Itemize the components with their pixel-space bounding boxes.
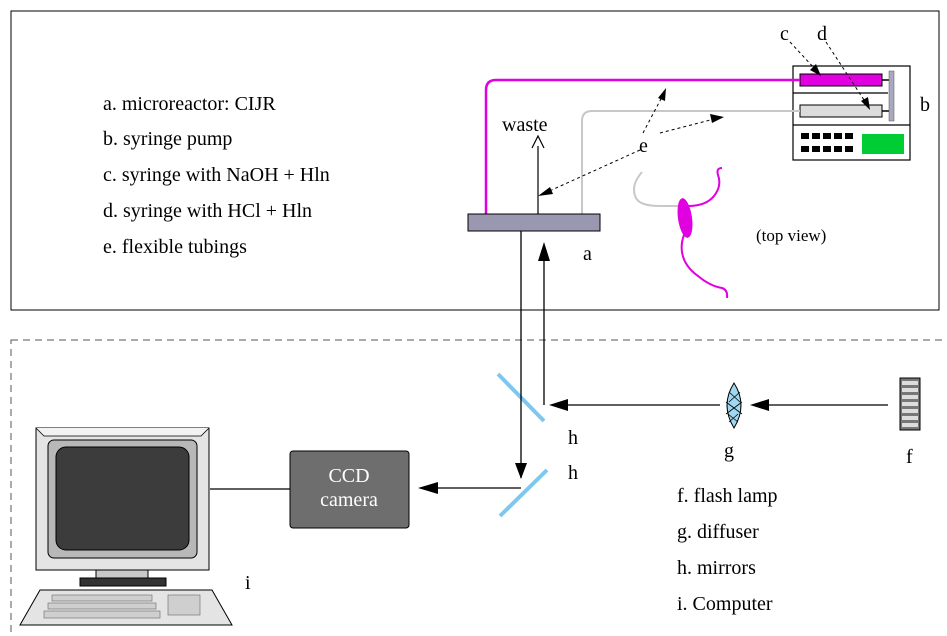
label-i: i: [245, 572, 251, 594]
label-c: c: [780, 23, 789, 45]
beam-mirror-head: [549, 399, 568, 411]
leader-e-reactor-head: [538, 187, 553, 196]
label-h-upper: h: [568, 427, 578, 449]
legend-i: i. Computer: [677, 593, 773, 615]
leader-e-naoh-head: [658, 88, 666, 101]
legend-f: f. flash lamp: [677, 485, 778, 507]
waste-arrow-head: [531, 134, 545, 149]
beam-up-head: [538, 242, 550, 261]
leader-c: [789, 41, 816, 70]
leader-e-reactor: [544, 149, 641, 194]
label-b: b: [920, 94, 930, 116]
legend-d: d. syringe with HCl + Hln: [103, 200, 312, 222]
legend-c: c. syringe with NaOH + Hln: [103, 164, 330, 186]
legend-g: g. diffuser: [677, 521, 759, 543]
beam-camera-head: [418, 482, 438, 494]
legend-h: h. mirrors: [677, 557, 756, 579]
microreactor: [467, 213, 601, 232]
legend-a: a. microreactor: CIJR: [103, 93, 276, 115]
leader-e-naoh: [642, 94, 664, 134]
label-waste: waste: [502, 114, 548, 136]
camera-label-line1: CCD: [328, 465, 369, 487]
beam-down-head: [515, 463, 527, 479]
computer-screen: [55, 446, 190, 551]
leader-c-head: [810, 64, 821, 76]
syringe-pump: [792, 65, 911, 161]
computer: [19, 427, 233, 626]
hcl-tubing: [581, 110, 800, 214]
syringe-naoh: [799, 73, 883, 87]
flash-lamp: [899, 377, 921, 431]
mirror-lower: [498, 468, 549, 518]
legend-b: b. syringe pump: [103, 128, 232, 150]
label-d: d: [817, 23, 827, 45]
legend-e: e. flexible tubings: [103, 236, 247, 258]
label-f: f: [906, 446, 913, 468]
leader-d-head: [861, 97, 870, 110]
label-a: a: [583, 243, 592, 265]
pump-plunger-bar: [888, 70, 895, 122]
leader-e-hcl: [659, 118, 715, 134]
diffuser: [725, 382, 743, 429]
pump-display: [862, 134, 904, 154]
naoh-tubing: [484, 78, 800, 214]
label-e: e: [639, 135, 648, 157]
leader-d: [825, 41, 867, 104]
camera-label-line2: camera: [320, 489, 378, 511]
syringe-hcl: [799, 104, 883, 118]
leader-e-hcl-head: [710, 114, 724, 123]
beam-diffuser-head: [750, 399, 769, 411]
label-top-view: (top view): [756, 226, 826, 245]
reactor-top-view: [633, 167, 729, 299]
label-h-lower: h: [568, 462, 578, 484]
top-panel-frame: [10, 10, 940, 311]
bottom-panel-frame: [10, 339, 947, 636]
label-g: g: [724, 440, 734, 462]
